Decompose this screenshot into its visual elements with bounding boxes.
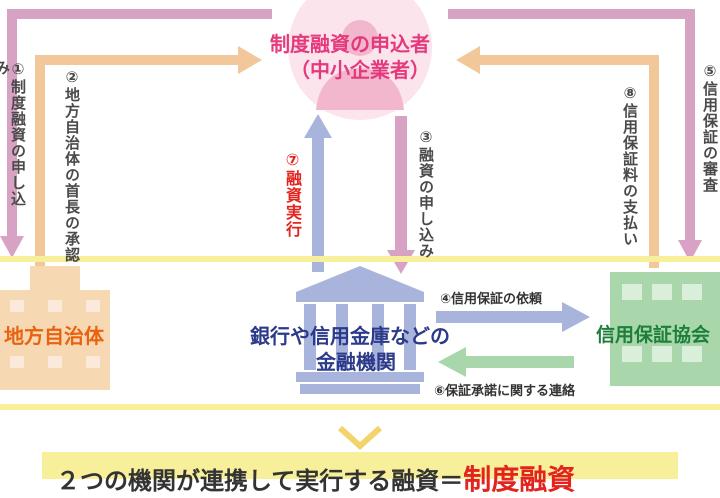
step2-label: ②地方自治体の首長の承認 — [63, 68, 81, 263]
bank-building-icon — [296, 266, 424, 394]
step3-label: ③融資の申し込み — [417, 128, 435, 259]
step7-label: ⑦融資実行 — [283, 150, 302, 238]
step7-arrow — [304, 114, 332, 272]
bottom-caption: ２つの機関が連携して実行する融資＝制度融資 — [56, 458, 575, 498]
guarantee-label: 信用保証協会 — [596, 324, 711, 346]
bottom-caption-accent: 制度融資 — [463, 463, 576, 496]
step5-arrow — [448, 9, 702, 262]
applicant-title: 制度融資の申込者 — [270, 32, 430, 56]
chevron-down-icon — [337, 425, 383, 451]
bottom-caption-main: ２つの機関が連携して実行する融資＝ — [56, 467, 464, 495]
step6-arrow — [438, 347, 574, 377]
government-label: 地方自治体 — [4, 324, 104, 348]
applicant-subtitle: （中小企業者） — [290, 58, 430, 82]
step3-arrow — [387, 116, 415, 274]
step6-label: ⑥保証承諾に関する連絡 — [434, 384, 576, 399]
step1-arrow — [0, 9, 272, 258]
step8-arrow — [456, 46, 659, 268]
bank-label-line1: 銀行や信用金庫などの — [250, 324, 450, 348]
government-building-icon — [0, 266, 110, 390]
flow-diagram — [0, 0, 720, 479]
guarantee-building-icon — [610, 272, 720, 386]
bank-label-line2: 金融機関 — [316, 350, 396, 374]
step4-arrow — [436, 302, 590, 332]
step8-label: ⑧信用保証料の支払い — [621, 84, 639, 247]
band-bottom — [0, 404, 720, 410]
person-icon — [316, 20, 404, 110]
step4-label: ④信用保証の依頼 — [440, 292, 543, 307]
step5-label: ⑤信用保証の審査 — [701, 62, 719, 193]
step1-label: ①制度融資の申し込み — [0, 60, 26, 207]
step2-arrow — [35, 46, 262, 266]
bottom-banner — [42, 452, 678, 479]
band-top — [0, 256, 720, 262]
